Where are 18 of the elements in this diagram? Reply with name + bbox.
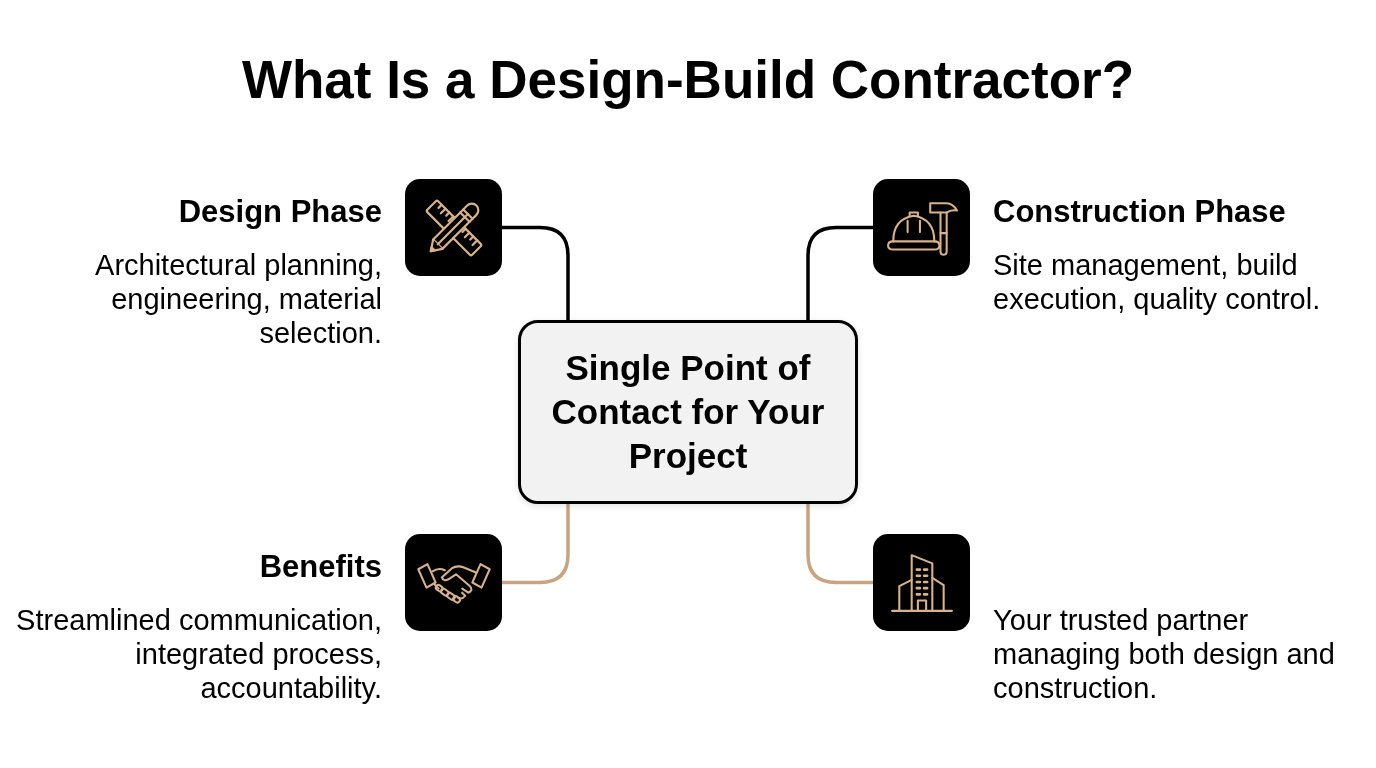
section-heading: Construction Phase	[993, 193, 1286, 231]
section-heading: Benefits	[259, 548, 382, 586]
description-text: Streamlined communication, integrated process, accountability.	[15, 603, 382, 705]
connector-line	[502, 504, 570, 585]
description-text: Site management, build execution, quality control.	[993, 248, 1322, 316]
icon-tile	[405, 534, 502, 631]
icon-tile	[405, 179, 502, 276]
box-text: Single Point of Contact for Your Project	[550, 347, 826, 477]
connector-line	[806, 225, 873, 320]
process-box	[518, 320, 858, 504]
title: What Is a Design-Build Contractor?	[241, 49, 1135, 111]
description-text: Your trusted partner managing both design and construction.	[993, 603, 1336, 705]
description-text: Architectural planning, engineering, material selection.	[94, 248, 382, 350]
icon-tile	[873, 179, 970, 276]
connector-line	[806, 504, 873, 585]
section-heading: Design Phase	[178, 193, 382, 231]
connector-line	[502, 225, 570, 320]
icon-tile	[873, 534, 970, 631]
